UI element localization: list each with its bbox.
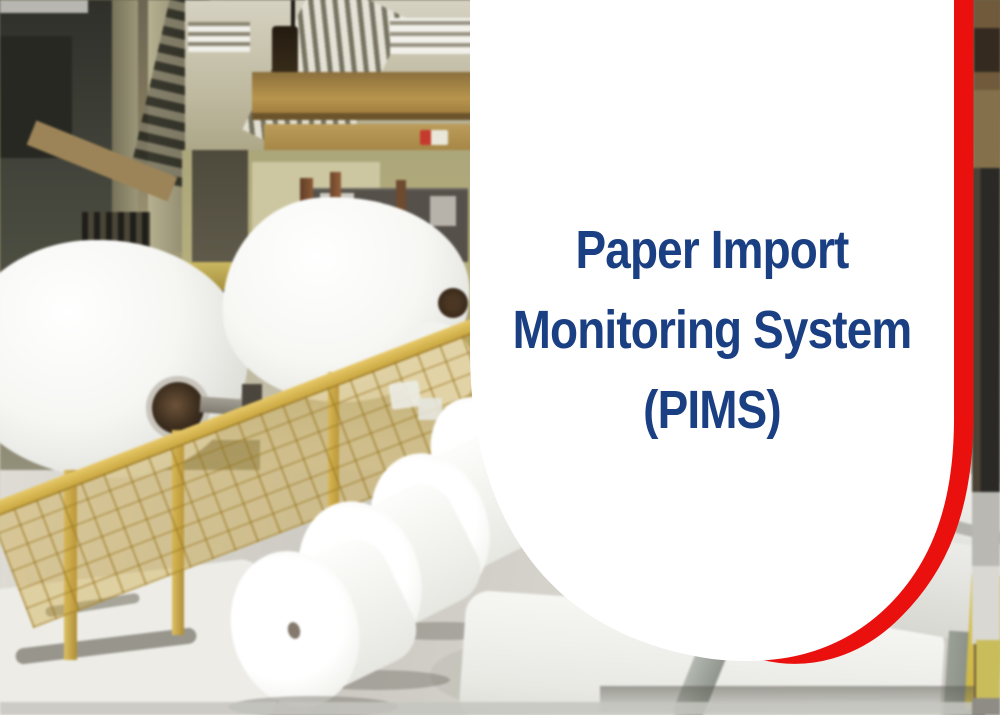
right-strip-beam bbox=[974, 90, 1000, 176]
right-strip-roll bbox=[972, 566, 1000, 644]
ceiling-highlight bbox=[0, 0, 88, 13]
bottom-floor-band bbox=[0, 702, 1000, 715]
walkway-railing bbox=[390, 18, 475, 54]
right-strip-dark-slab bbox=[972, 168, 1000, 498]
right-strip-roofline bbox=[974, 28, 1000, 72]
crane-beam bbox=[252, 72, 480, 120]
banner-title: Paper Import Monitoring System (PIMS) bbox=[506, 210, 917, 450]
beam-warning-label bbox=[420, 130, 448, 145]
banner-title-line-2: Monitoring System bbox=[512, 300, 913, 360]
right-strip-yellow-floor bbox=[976, 640, 1000, 702]
banner-title-line-1: Paper Import bbox=[575, 220, 850, 280]
white-panel-shape bbox=[470, 0, 954, 661]
right-strip-shadow bbox=[972, 698, 1000, 715]
roll-core-hub bbox=[438, 288, 468, 318]
fence-tag bbox=[418, 398, 442, 420]
banner-title-line-3: (PIMS) bbox=[643, 380, 782, 440]
window-glint bbox=[430, 196, 456, 226]
walkway-railing bbox=[188, 22, 250, 52]
right-strip-roll bbox=[972, 492, 1000, 570]
